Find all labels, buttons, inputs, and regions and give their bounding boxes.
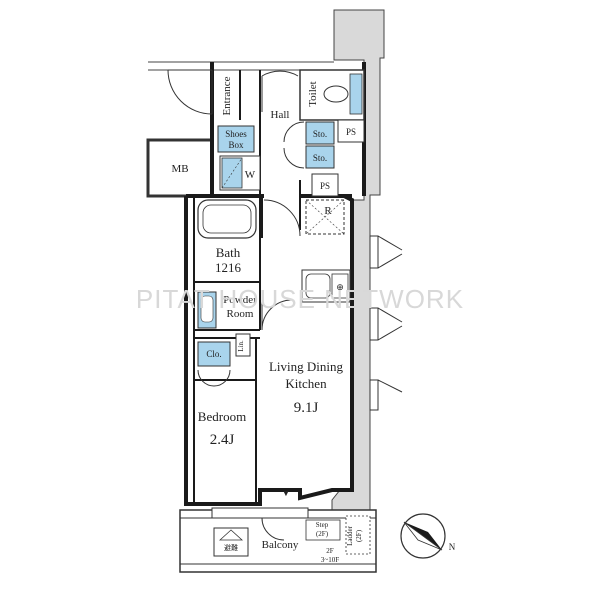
storage-2: Sto. bbox=[305, 145, 335, 169]
bath-size-label: 1216 bbox=[215, 260, 242, 275]
refrigerator-space: R bbox=[305, 199, 345, 235]
ldk-entry-marker: ▼ bbox=[282, 488, 291, 498]
pipe-space-2: PS bbox=[311, 173, 339, 197]
closet: Clo. bbox=[197, 341, 231, 387]
pipe-space-2-label: PS bbox=[320, 181, 330, 191]
mb-label: MB bbox=[171, 163, 188, 175]
shoes-box: Shoes Box bbox=[217, 125, 255, 153]
ladder-label: Ladder bbox=[346, 525, 354, 545]
entrance-label: Entrance bbox=[221, 76, 233, 115]
right-windows bbox=[369, 235, 403, 411]
hall-door bbox=[261, 70, 299, 112]
washer-area: W bbox=[219, 155, 261, 191]
storage-doors bbox=[283, 121, 305, 169]
floors-label-1: 2F bbox=[326, 547, 334, 555]
bedroom-size-label: 2.4J bbox=[210, 432, 235, 448]
bedroom-label: Bedroom bbox=[198, 409, 246, 424]
linen-label: Lin. bbox=[237, 340, 245, 352]
shoes-box-label-2: Box bbox=[228, 140, 244, 150]
storage-2-label: Sto. bbox=[313, 153, 327, 163]
floors-label-2: 3~10F bbox=[321, 556, 339, 564]
pipe-space-1: PS bbox=[337, 119, 365, 143]
closet-label: Clo. bbox=[206, 349, 221, 359]
shoes-box-label-1: Shoes bbox=[225, 129, 247, 139]
compass: N bbox=[400, 513, 456, 559]
balcony-label: Balcony bbox=[262, 539, 299, 551]
bathroom: Bath 1216 bbox=[197, 199, 257, 275]
ladder-floor-label: (2F) bbox=[355, 529, 363, 542]
entrance-door bbox=[167, 69, 213, 115]
step-label-2: (2F) bbox=[316, 530, 329, 538]
evac-sign-label: 避難 bbox=[224, 543, 238, 552]
powder-room: Powder Room Lin. bbox=[197, 291, 257, 357]
storage-1-label: Sto. bbox=[313, 129, 327, 139]
powder-door bbox=[261, 299, 293, 331]
step-label-1: Step bbox=[316, 521, 329, 529]
refrigerator-label: R bbox=[324, 205, 332, 217]
washer-label: W bbox=[245, 169, 256, 181]
ldk-label-2: Kitchen bbox=[285, 376, 327, 391]
pipe-space-1-label: PS bbox=[346, 127, 356, 137]
toilet-room: Toilet bbox=[299, 69, 365, 121]
ldk-door-top bbox=[263, 199, 301, 237]
powder-room-label-1: Powder bbox=[223, 294, 257, 306]
bath-label: Bath bbox=[216, 245, 241, 260]
watermark: PITAT HOUSE NETWORK bbox=[136, 284, 464, 314]
mb-closet: MB bbox=[146, 138, 214, 198]
balcony: 避難 Balcony Step (2F) Ladder (2F) 2F 3~10… bbox=[179, 507, 377, 573]
powder-room-label-2: Room bbox=[227, 308, 254, 320]
ldk-size-label: 9.1J bbox=[294, 400, 319, 416]
roof-lines bbox=[148, 61, 334, 71]
storage-1: Sto. bbox=[305, 121, 335, 145]
toilet-label: Toilet bbox=[307, 81, 319, 107]
kitchen-counter: ⊕ bbox=[301, 269, 351, 303]
compass-north-label: N bbox=[449, 542, 456, 552]
stove-mark: ⊕ bbox=[336, 282, 344, 292]
hall-label: Hall bbox=[271, 109, 290, 121]
ldk-label-1: Living Dining bbox=[269, 359, 344, 374]
